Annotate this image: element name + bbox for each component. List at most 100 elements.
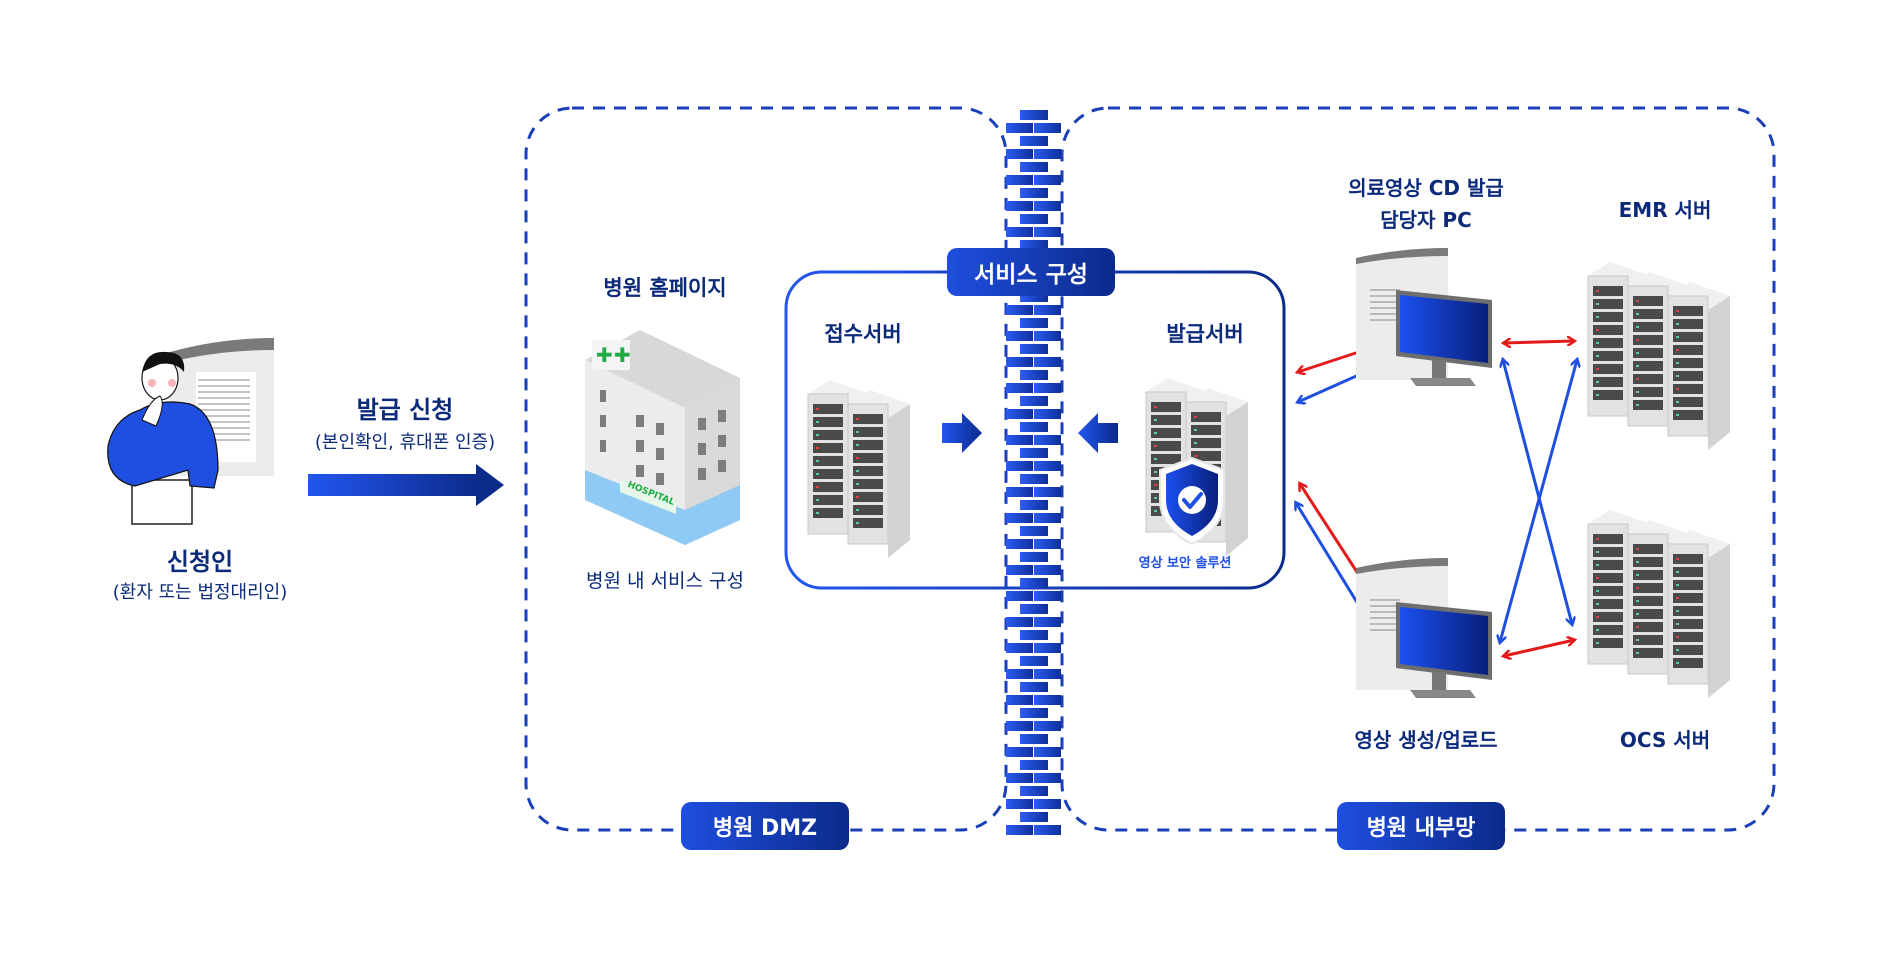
firewall-brick xyxy=(1006,227,1033,237)
firewall-brick xyxy=(1020,500,1048,510)
firewall-brick xyxy=(1006,383,1033,393)
firewall-brick xyxy=(1034,123,1061,133)
firewall-brick xyxy=(1006,357,1033,367)
security-shield-icon xyxy=(1159,456,1225,546)
service-badge: 서비스 구성 xyxy=(947,248,1115,296)
firewall-brick xyxy=(1020,760,1048,770)
firewall-brick xyxy=(1006,591,1033,601)
firewall-brick xyxy=(1006,305,1033,315)
firewall-brick xyxy=(1034,305,1061,315)
firewall-brick xyxy=(1006,409,1033,419)
firewall-brick xyxy=(1006,149,1033,159)
firewall-brick xyxy=(1020,812,1048,822)
firewall-brick xyxy=(1020,422,1048,432)
firewall-brick xyxy=(1020,474,1048,484)
firewall-brick xyxy=(1020,552,1048,562)
firewall-brick xyxy=(1020,136,1048,146)
firewall-brick xyxy=(1020,162,1048,172)
firewall-brick xyxy=(1034,695,1061,705)
firewall-brick xyxy=(1020,344,1048,354)
emr-upload-blue xyxy=(1500,360,1577,642)
firewall-brick xyxy=(1034,201,1061,211)
upload-pc-label: 영상 생성/업로드 xyxy=(1354,728,1498,752)
firewall-brick xyxy=(1034,617,1061,627)
pc-emr-red xyxy=(1504,341,1574,343)
firewall-brick xyxy=(1020,786,1048,796)
firewall-brick xyxy=(1034,565,1061,575)
svg-text:✚: ✚ xyxy=(614,343,631,367)
firewall-brick xyxy=(1020,708,1048,718)
firewall-brick xyxy=(1034,331,1061,341)
upload-pc-illustration xyxy=(1356,558,1492,698)
request-subtitle: (본인확인, 휴대폰 인증) xyxy=(314,432,496,453)
firewall-brick xyxy=(1006,773,1033,783)
firewall-brick xyxy=(1006,513,1033,523)
firewall-brick xyxy=(1034,747,1061,757)
firewall-brick xyxy=(1020,292,1048,302)
firewall-brick xyxy=(1006,747,1033,757)
issuer-pc-illustration xyxy=(1356,248,1492,386)
firewall-brick xyxy=(1034,513,1061,523)
firewall-brick xyxy=(1006,825,1033,835)
applicant-illustration xyxy=(107,338,274,525)
applicant-subtitle: (환자 또는 법정대리인) xyxy=(112,582,288,603)
firewall-brick xyxy=(1020,734,1048,744)
homepage-caption: 병원 내 서비스 구성 xyxy=(586,570,744,592)
firewall-brick xyxy=(1034,669,1061,679)
firewall-brick xyxy=(1006,201,1033,211)
firewall-brick xyxy=(1006,799,1033,809)
firewall-brick xyxy=(1034,539,1061,549)
applicant-title: 신청인 xyxy=(166,548,234,576)
firewall-brick xyxy=(1020,526,1048,536)
issuer-pc-title-line1: 의료영상 CD 발급 xyxy=(1348,176,1504,200)
homepage-title: 병원 홈페이지 xyxy=(603,276,727,300)
firewall-brick xyxy=(1034,227,1061,237)
firewall-brick xyxy=(1006,175,1033,185)
firewall-brick xyxy=(1034,591,1061,601)
issue-to-wall-arrow xyxy=(1078,413,1118,453)
firewall-brick xyxy=(1020,370,1048,380)
security-solution-label: 영상 보안 솔루션 xyxy=(1138,556,1232,571)
pc-ocs-blue xyxy=(1503,360,1572,624)
receive-server-icon xyxy=(807,380,910,558)
firewall-brick xyxy=(1006,695,1033,705)
firewall-brick xyxy=(1034,461,1061,471)
issuer-pc-title-line2: 담당자 PC xyxy=(1380,208,1472,232)
dmz-zone-badge: 병원 DMZ xyxy=(681,802,849,850)
firewall-brick xyxy=(1034,487,1061,497)
ocs-server-icon xyxy=(1587,510,1730,698)
firewall-brick xyxy=(1034,149,1061,159)
hospital-building-illustration: ✚ ✚ xyxy=(585,330,740,545)
issue-server-label: 발급서버 xyxy=(1166,322,1244,346)
upload-ocs-red xyxy=(1504,640,1574,656)
request-arrow xyxy=(308,464,504,506)
firewall-brick xyxy=(1034,799,1061,809)
firewall-brick xyxy=(1020,578,1048,588)
firewall-brick xyxy=(1020,318,1048,328)
firewall-brick xyxy=(1034,773,1061,783)
receive-to-wall-arrow xyxy=(942,413,982,453)
firewall-brick xyxy=(1006,565,1033,575)
emr-server-label: EMR 서버 xyxy=(1618,198,1712,222)
firewall-brick xyxy=(1034,383,1061,393)
firewall-brick xyxy=(1020,604,1048,614)
firewall-brick xyxy=(1020,656,1048,666)
dmz-zone-border xyxy=(524,106,1008,832)
firewall-brick xyxy=(1006,721,1033,731)
request-title: 발급 신청 xyxy=(356,396,454,424)
internal-zone-badge: 병원 내부망 xyxy=(1337,802,1505,850)
firewall-brick xyxy=(1034,643,1061,653)
ocs-server-label: OCS 서버 xyxy=(1619,728,1711,752)
firewall-brick xyxy=(1020,396,1048,406)
firewall-brick xyxy=(1034,435,1061,445)
firewall-brick xyxy=(1034,409,1061,419)
firewall-brick xyxy=(1006,435,1033,445)
firewall-brick xyxy=(1020,630,1048,640)
firewall-brick xyxy=(1006,643,1033,653)
svg-text:✚: ✚ xyxy=(596,343,613,367)
receive-server-label: 접수서버 xyxy=(824,322,902,346)
firewall-brick xyxy=(1020,240,1048,250)
firewall-brick xyxy=(1034,721,1061,731)
firewall-brick xyxy=(1020,682,1048,692)
